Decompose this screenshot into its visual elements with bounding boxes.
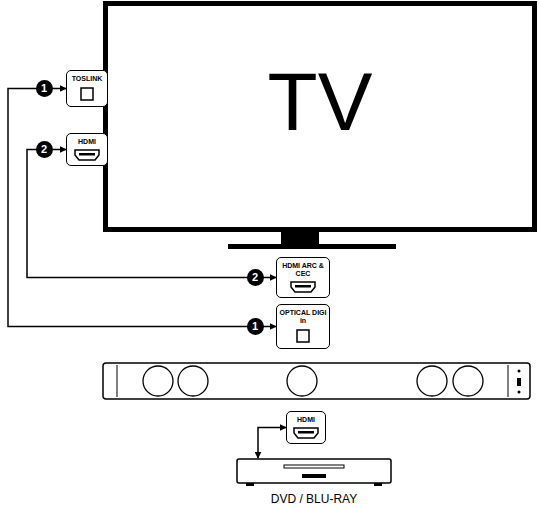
hdmi-port: HDMI [66,133,108,166]
port-label: OPTICAL DIGI in [279,309,327,325]
device-label: DVD / BLU-RAY [230,492,398,506]
callout-number: 1 [247,318,264,335]
port-label: HDMI [289,416,323,424]
optical-icon [79,86,95,102]
hdmi-icon [290,281,316,293]
port-label: TOSLINK [69,75,105,83]
callout-number: 1 [36,80,53,97]
tv-stand-neck [281,232,319,245]
port-label: HDMI [69,138,105,146]
hdmi-arc-port: HDMI ARC & CEC [276,257,330,298]
hdmi-icon [74,149,100,161]
soundbar [103,363,530,399]
optical-icon [295,328,311,344]
player-icon [234,458,394,488]
toslink-port: TOSLINK [66,70,108,107]
tv-stand-base [228,244,396,249]
port-label: HDMI ARC & CEC [279,262,327,278]
optical-port: OPTICAL DIGI in [276,304,330,349]
hdmi-icon [293,427,319,439]
callout-number: 2 [36,141,53,158]
hdmi-port: HDMI [286,411,326,444]
tv-label: TV [268,61,373,143]
cable-connector [258,428,286,459]
callout-number: 2 [247,269,264,286]
bluray-player: DVD / BLU-RAY [230,458,398,506]
tv-screen: TV [103,1,537,232]
